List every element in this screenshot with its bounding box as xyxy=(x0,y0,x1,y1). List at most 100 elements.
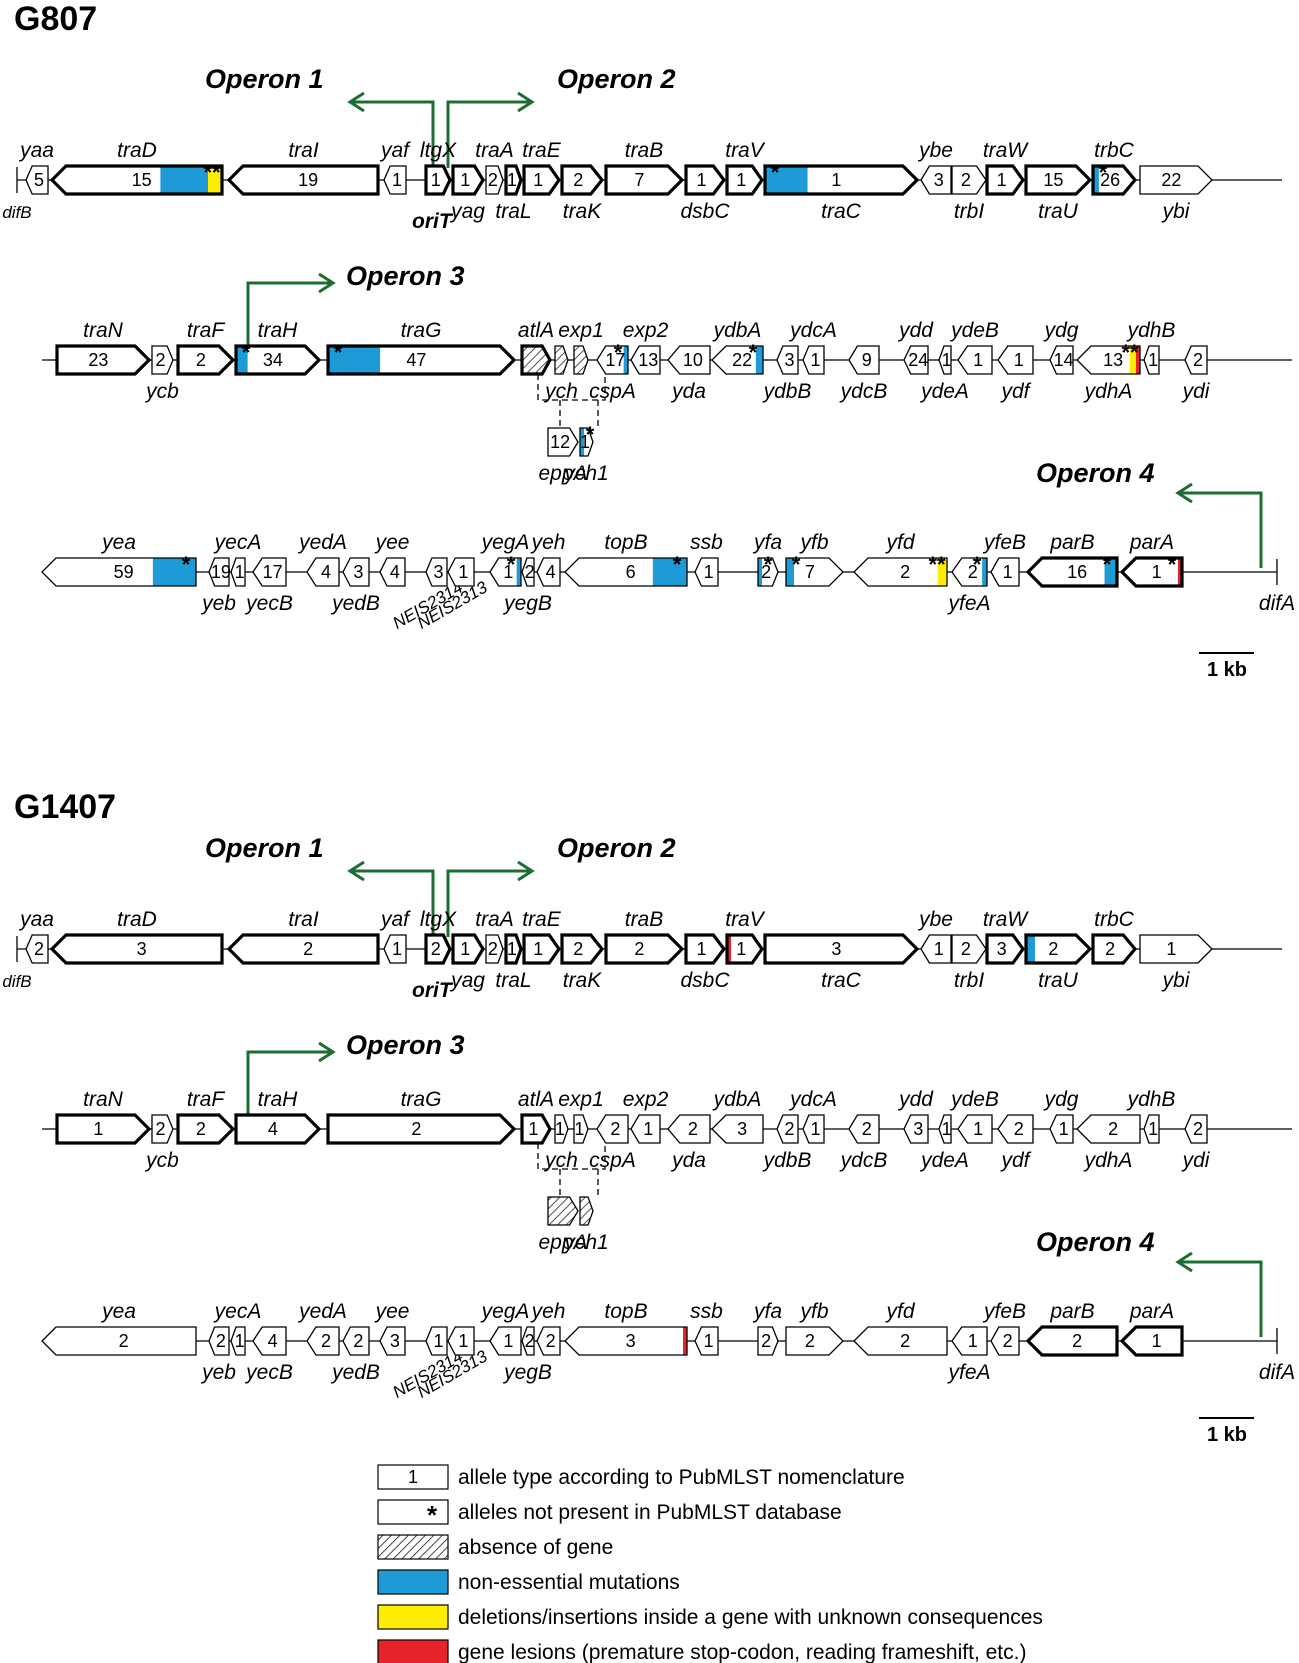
mutation-band xyxy=(580,428,584,456)
gene-body xyxy=(562,935,602,963)
gene-label: yfb xyxy=(798,1300,828,1323)
allele-number: 10 xyxy=(683,350,703,370)
gene-body xyxy=(209,1327,229,1355)
allele-number: 4 xyxy=(268,1119,278,1139)
gene-label: yfeB xyxy=(982,531,1026,554)
gene-body xyxy=(1026,935,1090,963)
novel-allele-star: * xyxy=(973,552,982,577)
gene-body xyxy=(231,1327,245,1355)
gene-body xyxy=(1050,346,1073,374)
gene-body xyxy=(490,1327,521,1355)
gene-body xyxy=(991,558,1019,586)
gene-label: trbI xyxy=(954,200,985,223)
gene-body xyxy=(606,166,682,194)
allele-number: 3 xyxy=(626,1331,636,1351)
gene-body xyxy=(904,1115,928,1143)
gene-yfd: 2**yfd xyxy=(853,531,948,587)
gene-outline xyxy=(554,1114,569,1144)
gene-body xyxy=(178,1115,233,1143)
allele-number: 1 xyxy=(1166,939,1176,959)
gene-label: yeh xyxy=(530,531,566,554)
allele-number: 1 xyxy=(934,939,944,959)
allele-number: 3 xyxy=(390,1331,400,1351)
novel-allele-star: * xyxy=(1168,552,1177,577)
gene-label: traD xyxy=(117,139,157,162)
mutation-band xyxy=(765,166,808,194)
gene-trbI: 2 trbI xyxy=(951,165,987,223)
allele-number: 1 xyxy=(810,1119,820,1139)
gene-body xyxy=(1140,166,1212,194)
gene-label: atlA xyxy=(518,1088,554,1111)
scale-label: 1 kb xyxy=(1207,659,1247,681)
gene-body xyxy=(998,346,1033,374)
allele-number: 26 xyxy=(1100,170,1120,190)
legend-swatch xyxy=(377,1464,449,1490)
gene-label: ydeB xyxy=(949,319,999,342)
allele-number: 12 xyxy=(550,432,570,452)
allele-number: 1 xyxy=(580,432,590,452)
gene-outline xyxy=(1139,934,1213,964)
allele-number: 2 xyxy=(488,939,498,959)
gene-label: ssb xyxy=(690,1300,723,1323)
gene-label: ltgX xyxy=(420,139,457,162)
gene-body xyxy=(343,1327,369,1355)
gene-outline xyxy=(425,557,448,587)
gene-body xyxy=(253,1327,286,1355)
gene-yegA: 1*yegA xyxy=(480,531,529,587)
gene-label: traA xyxy=(475,908,514,931)
scale-bar: 1 kb xyxy=(1199,1417,1254,1446)
gene-label: yfa xyxy=(752,531,782,554)
gene-outline xyxy=(997,345,1034,375)
gene-outline xyxy=(252,557,287,587)
gene-outline xyxy=(522,164,561,196)
gene-outline xyxy=(230,557,246,587)
gene-label: topB xyxy=(604,531,647,554)
operon-4-label: Operon 4 xyxy=(1036,1227,1155,1257)
gene-outline xyxy=(757,1326,779,1356)
novel-allele-star: ** xyxy=(928,552,946,577)
gene-body xyxy=(758,558,778,586)
legend-text: deletions/insertions inside a gene with … xyxy=(458,1606,1043,1629)
gene-outline xyxy=(424,933,452,965)
gene-body xyxy=(712,346,763,374)
allele-number: 1 xyxy=(973,350,983,370)
allele-number: 1 xyxy=(235,562,245,582)
legend-text: alleles not present in PubMLST database xyxy=(458,1501,842,1524)
gene-body xyxy=(384,935,406,963)
gene-label: traG xyxy=(401,319,442,342)
gene-outline xyxy=(630,1114,661,1144)
allele-number: 2 xyxy=(961,170,971,190)
allele-number: 23 xyxy=(88,350,108,370)
allele-number: 1 xyxy=(574,1119,584,1139)
gene-body xyxy=(854,1327,947,1355)
allele-number: 1 xyxy=(942,350,952,370)
gene-body xyxy=(904,346,928,374)
gene-yfa: 2*yfa xyxy=(752,531,782,587)
gene-body xyxy=(777,1115,798,1143)
allele-number: 2 xyxy=(34,939,44,959)
gene-body xyxy=(328,1115,514,1143)
gene-outline xyxy=(25,165,49,195)
allele-number: 34 xyxy=(263,350,283,370)
allele-number: 1 xyxy=(1152,562,1162,582)
novel-allele-star: * xyxy=(586,422,595,447)
gene-body xyxy=(849,1115,879,1143)
gene-label: ybe xyxy=(917,139,953,162)
gene-body xyxy=(777,346,798,374)
gene-body xyxy=(597,346,628,374)
mutation-band xyxy=(1093,166,1099,194)
gene-outline xyxy=(1024,164,1093,196)
